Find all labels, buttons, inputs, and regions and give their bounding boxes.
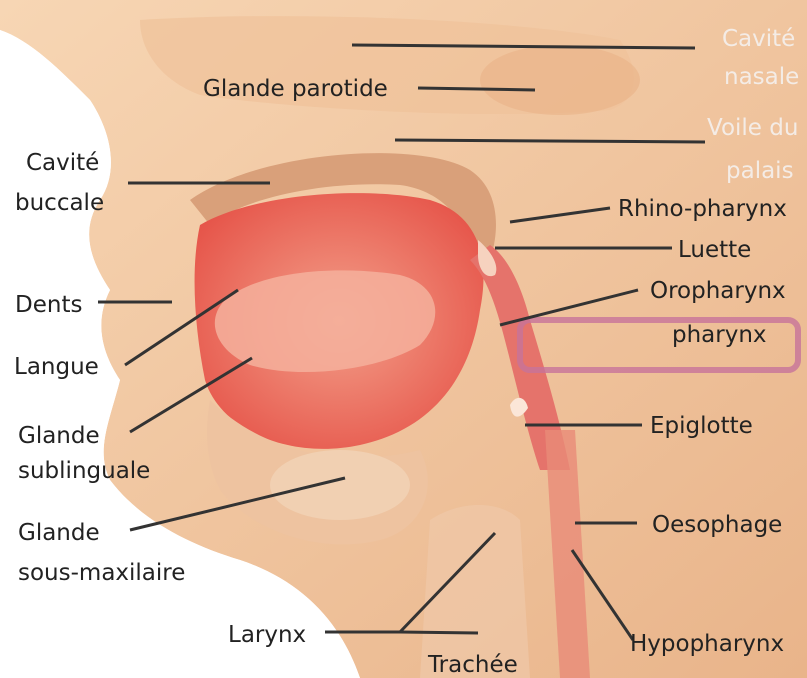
label-luette: Luette <box>678 237 751 263</box>
label-sous-maxilaire: sous-maxilaire <box>18 560 185 586</box>
label-oropharynx: Oropharynx <box>650 278 786 304</box>
label-trachee: Trachée <box>427 652 518 678</box>
parotid-region <box>480 45 640 115</box>
label-glande-sublinguale-1: Glande <box>18 423 100 449</box>
label-voile-du-palais-2: palais <box>726 158 794 184</box>
submaxillary-gland <box>270 450 410 520</box>
label-buccale: buccale <box>15 190 104 216</box>
label-larynx: Larynx <box>228 622 306 648</box>
label-langue: Langue <box>14 354 99 380</box>
label-sublinguale: sublinguale <box>18 458 150 484</box>
label-glande-parotide: Glande parotide <box>203 76 388 102</box>
label-pharynx: pharynx <box>672 322 767 348</box>
label-dents: Dents <box>15 292 82 318</box>
label-epiglotte: Epiglotte <box>650 413 753 439</box>
label-rhino-pharynx: Rhino-pharynx <box>618 196 787 222</box>
label-voile-du-palais-1: Voile du <box>707 115 798 141</box>
label-cavite-nasale-2: nasale <box>724 64 799 90</box>
label-cavite: Cavité <box>26 150 99 176</box>
label-cavite-nasale-1: Cavité <box>722 26 795 52</box>
label-glande-sous-maxilaire-1: Glande <box>18 520 100 546</box>
label-oesophage: Oesophage <box>652 512 782 538</box>
label-hypopharynx: Hypopharynx <box>630 631 784 657</box>
